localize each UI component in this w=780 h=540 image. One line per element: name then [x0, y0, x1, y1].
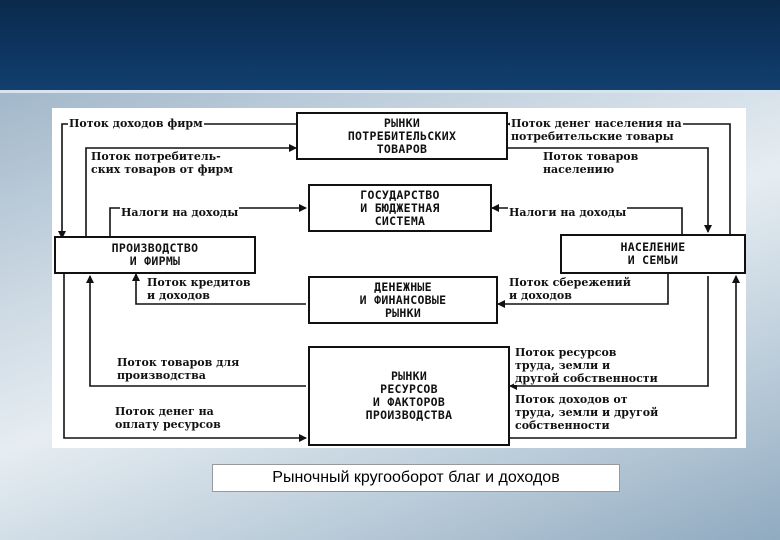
label-resource-flow: Поток ресурсов труда, земли и другой соб…	[514, 346, 659, 385]
arrow-tax-left	[109, 204, 307, 236]
label-money-for-resources: Поток денег на оплату ресурсов	[114, 405, 222, 431]
arrow-resources	[509, 276, 709, 390]
arrow-money-for-resources	[63, 274, 307, 442]
production-box: ПРОИЗВОДСТВО И ФИРМЫ	[54, 236, 256, 274]
diagram-panel: РЫНКИ ПОТРЕБИТЕЛЬСКИХ ТОВАРОВ ГОСУДАРСТВ…	[52, 108, 746, 448]
arrow-income-from-resources	[510, 275, 740, 439]
label-goods-to-households: Поток товаров населению	[542, 150, 640, 176]
financial-markets-box: ДЕНЕЖНЫЕ И ФИНАНСОВЫЕ РЫНКИ	[308, 276, 498, 324]
label-goods-for-production: Поток товаров для производства	[116, 356, 241, 382]
title-bar-divider	[0, 90, 780, 93]
state-box: ГОСУДАРСТВО И БЮДЖЕТНАЯ СИСТЕМА	[308, 184, 492, 232]
diagram-caption: Рыночный кругооборот благ и доходов	[212, 464, 620, 492]
label-tax-right: Налоги на доходы	[508, 206, 628, 219]
arrow-goods-for-production	[86, 275, 306, 387]
arrow-goods-from-firms	[85, 144, 297, 236]
label-credit: Поток кредитов и доходов	[146, 276, 252, 302]
label-income-from-resources: Поток доходов от труда, земли и другой с…	[514, 393, 660, 432]
resource-markets-box: РЫНКИ РЕСУРСОВ И ФАКТОРОВ ПРОИЗВОДСТВА	[308, 346, 510, 446]
arrow-credit	[132, 273, 306, 305]
label-household-money: Поток денег населения на потребительские…	[510, 117, 683, 143]
label-firm-income: Поток доходов фирм	[68, 117, 204, 130]
households-box: НАСЕЛЕНИЕ И СЕМЬИ	[560, 234, 746, 274]
arrow-goods-to-households	[508, 147, 712, 233]
arrow-savings	[497, 274, 669, 308]
consumer-markets-box: РЫНКИ ПОТРЕБИТЕЛЬСКИХ ТОВАРОВ	[296, 112, 508, 160]
arrow-firm-income	[58, 123, 296, 239]
label-goods-from-firms: Поток потребитель- ских товаров от фирм	[90, 150, 234, 176]
flow-arrows	[58, 120, 740, 442]
title-bar	[0, 0, 780, 92]
label-savings: Поток сбережений и доходов	[508, 276, 632, 302]
label-tax-left: Налоги на доходы	[120, 206, 240, 219]
